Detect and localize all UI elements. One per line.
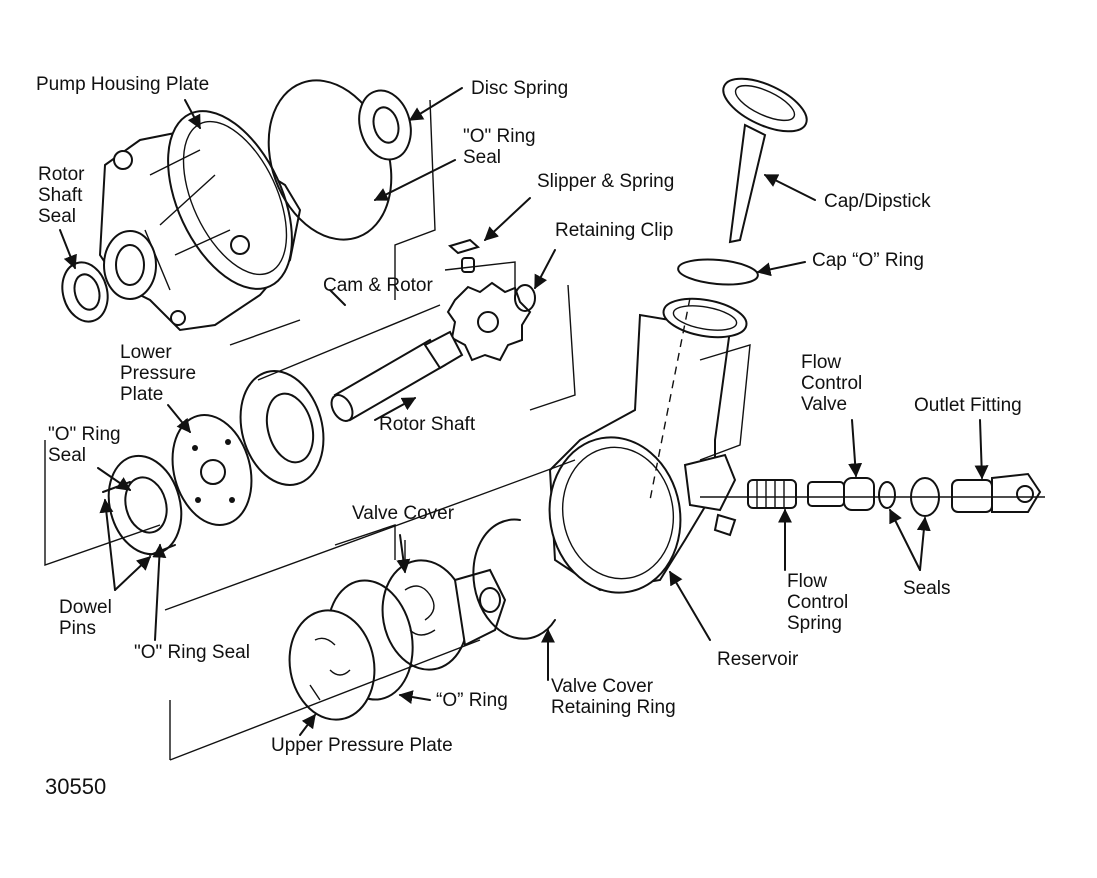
label-cam-rotor: Cam & Rotor: [323, 275, 433, 296]
label-seals: Seals: [903, 578, 951, 599]
reservoir-part: [548, 297, 748, 594]
label-cap-dipstick: Cap/Dipstick: [824, 191, 931, 212]
label-reservoir: Reservoir: [717, 649, 799, 670]
label-o-ring: “O” Ring: [436, 690, 508, 711]
label-slipper-spring: Slipper & Spring: [537, 171, 675, 192]
disc-spring-part: [358, 89, 412, 161]
assembly-axis-lines: [44, 99, 1045, 761]
outlet-fitting-part: [951, 472, 1042, 513]
label-upper-pressure-plate: Upper Pressure Plate: [271, 735, 453, 756]
label-pump-housing-plate: Pump Housing Plate: [36, 74, 210, 95]
label-flow-control-valve: Flow Control Valve: [801, 352, 863, 415]
label-rotor-shaft: Rotor Shaft: [379, 414, 476, 435]
slipper-spring-part: [447, 238, 481, 273]
label-lower-pressure-plate: Lower Pressure Plate: [120, 342, 197, 405]
label-dowel-pins: Dowel Pins: [59, 597, 112, 639]
label-disc-spring: Disc Spring: [471, 78, 569, 99]
label-rotor-shaft-seal: Rotor Shaft Seal: [38, 164, 85, 227]
label-valve-cover-retaining-ring: Valve Cover Retaining Ring: [551, 676, 676, 718]
upper-pressure-plate-part: [288, 609, 376, 721]
flow-control-spring-part: [747, 479, 797, 509]
label-retaining-clip: Retaining Clip: [555, 220, 674, 241]
label-flow-control-spring: Flow Control Spring: [787, 571, 849, 634]
valve-cover-part: [381, 559, 507, 671]
cam-ring-part: [239, 370, 325, 486]
cap-o-ring-part: [677, 258, 759, 286]
rotor-part: [446, 281, 532, 362]
label-o-ring-seal-bottom: "O" Ring Seal: [134, 642, 250, 663]
label-valve-cover: Valve Cover: [352, 503, 455, 524]
label-o-ring-seal-left: "O" Ring Seal: [48, 424, 121, 466]
figure-number: 30550: [45, 774, 107, 799]
flow-control-valve-part: [807, 477, 875, 511]
lower-pressure-plate-part: [171, 414, 253, 526]
rotor-shaft-seal-part: [61, 261, 109, 323]
label-outlet-fitting: Outlet Fitting: [914, 395, 1022, 416]
rotor-shaft-part: [330, 330, 464, 422]
label-cap-o-ring: Cap “O” Ring: [812, 250, 924, 271]
cap-dipstick-part: [722, 77, 808, 244]
label-o-ring-seal-top: "O" Ring Seal: [463, 126, 536, 168]
pump-housing-plate-part: [98, 110, 302, 332]
leader-lines: [59, 87, 989, 736]
valve-cover-retaining-ring-part: [472, 518, 556, 640]
